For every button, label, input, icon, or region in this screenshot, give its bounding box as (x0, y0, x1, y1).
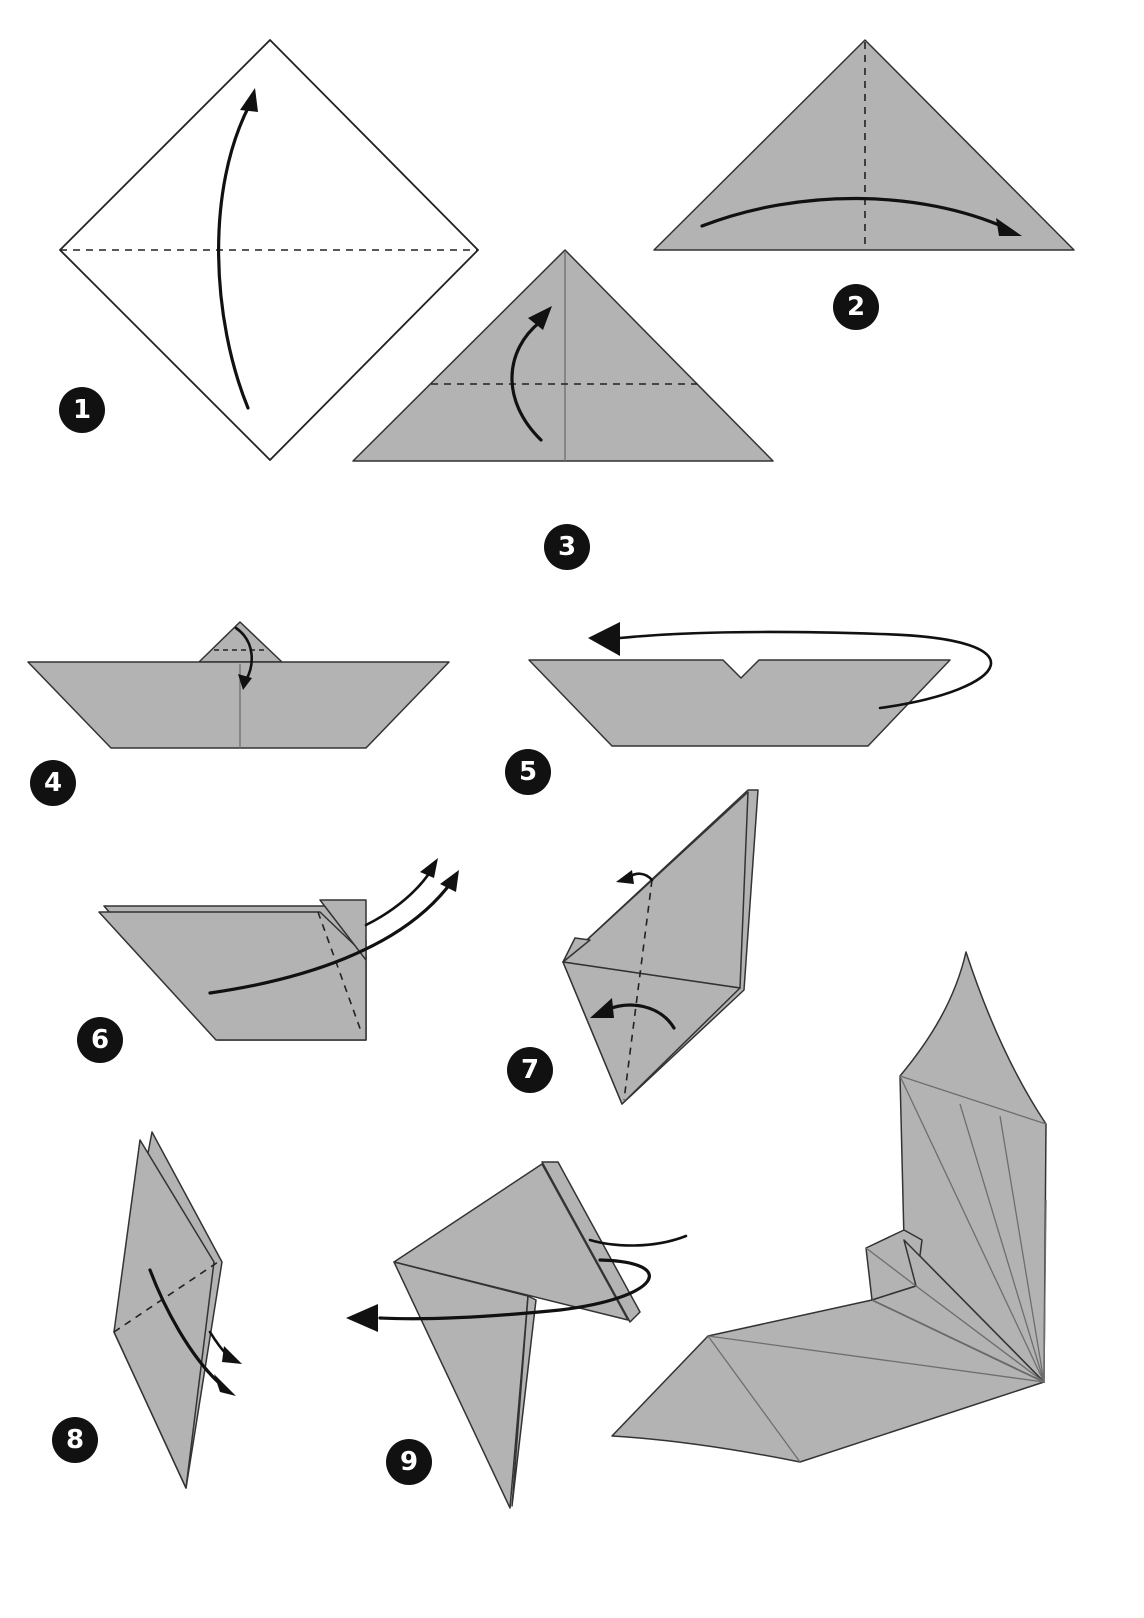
corner-flap-paper (319, 899, 367, 961)
thin-edge-paper (511, 1295, 537, 1507)
step-number: 9 (400, 1447, 418, 1477)
back-flap-paper (541, 1161, 641, 1323)
step-2-figure (653, 39, 1075, 251)
wing-crease (1043, 1199, 1047, 1383)
dashed-fold-line (317, 911, 363, 1035)
step-1-figure (59, 39, 479, 461)
step-3-figure (352, 249, 774, 462)
small-tip-paper (562, 937, 591, 963)
fold-arrow-icon (510, 320, 543, 442)
fold-arrow-icon (588, 1234, 688, 1247)
fold-arrow-icon (604, 1003, 676, 1030)
fold-arrow-icon (700, 196, 1008, 230)
fold-arrow-icon (234, 626, 254, 682)
step-number-badge: 6 (77, 1017, 123, 1063)
arrow-head-icon (346, 1304, 378, 1332)
step-8-figure (113, 1131, 242, 1489)
wing-crease (707, 1335, 1045, 1383)
step-5-figure (528, 622, 993, 747)
step-number: 2 (847, 292, 865, 322)
bat-left-wing (611, 1299, 1045, 1463)
front-layer-paper (113, 1139, 215, 1489)
boat-paper (27, 661, 450, 749)
step-number-badge: 9 (386, 1439, 432, 1485)
step-7-figure (562, 789, 759, 1105)
badge-circle (507, 1047, 553, 1093)
wing-crease (899, 1075, 1045, 1383)
tip-paper (198, 621, 283, 663)
dashed-fold-line (623, 879, 653, 1101)
wing-crease (959, 1103, 1045, 1383)
step-number: 7 (521, 1055, 539, 1085)
step-number-badge: 4 (30, 760, 76, 806)
wing-crease (999, 1115, 1045, 1383)
arrow-head-icon (222, 1346, 242, 1364)
wing-crease (707, 1335, 801, 1463)
lower-wing-paper (393, 1261, 529, 1509)
step-9-figure (346, 1161, 688, 1509)
arrow-head-icon (214, 1374, 236, 1396)
step-number-badge: 8 (52, 1417, 98, 1463)
badge-circle (30, 760, 76, 806)
step-number: 6 (91, 1025, 109, 1055)
front-layer-paper (98, 911, 367, 1041)
badge-circle (77, 1017, 123, 1063)
step-6-figure (98, 858, 459, 1041)
arrow-head-icon (528, 306, 552, 330)
lower-flap-paper (562, 961, 741, 1105)
fold-arrow-icon (364, 870, 432, 927)
upper-flap-paper (562, 791, 749, 989)
badge-circle (833, 284, 879, 330)
badge-circle (505, 749, 551, 795)
dashed-fold-line (113, 1261, 219, 1333)
finished-bat-figure (611, 951, 1047, 1463)
wing-crease (871, 1299, 1045, 1383)
step-number: 8 (66, 1425, 84, 1455)
wing-crease (899, 1075, 1047, 1125)
step-number-badge: 3 (544, 524, 590, 570)
step-4-figure (27, 621, 450, 749)
step-number-badge: 5 (505, 749, 551, 795)
arrow-head-icon (588, 622, 620, 656)
rotation-arrow-icon (378, 1258, 651, 1321)
badge-circle (59, 387, 105, 433)
wing-crease (865, 1247, 917, 1287)
fold-arrow-icon (148, 1268, 220, 1384)
arrow-head-icon (996, 218, 1022, 236)
step-number-badge: 7 (507, 1047, 553, 1093)
triangle-paper (352, 249, 774, 462)
arrow-head-icon (440, 870, 459, 892)
arrow-head-icon (590, 998, 614, 1018)
triangle-paper (653, 39, 1075, 251)
step-number: 3 (558, 532, 576, 562)
wing-crease (915, 1285, 1045, 1383)
arrow-head-icon (420, 858, 438, 878)
step-number-badge: 2 (833, 284, 879, 330)
arrow-head-icon (238, 674, 252, 690)
step-number-badge: 1 (59, 387, 105, 433)
arrow-head-icon (616, 870, 634, 884)
badge-circle (544, 524, 590, 570)
arrow-head-icon (240, 88, 258, 112)
badge-circle (52, 1417, 98, 1463)
step-number: 5 (519, 757, 537, 787)
fold-arrow-icon (217, 102, 252, 410)
step-number: 1 (73, 395, 91, 425)
badge-circle (386, 1439, 432, 1485)
fold-arrow-icon (208, 882, 452, 995)
step-number: 4 (44, 768, 62, 798)
fold-arrow-icon (618, 630, 993, 710)
boat-paper (528, 659, 951, 747)
